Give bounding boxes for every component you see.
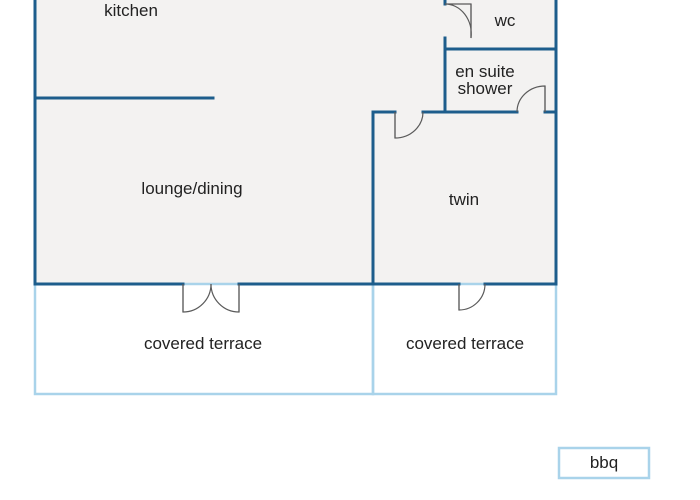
doors: [182, 3, 546, 313]
twin-label: twin: [449, 190, 479, 209]
ensuite-door: [516, 85, 546, 113]
bbq-label: bbq: [590, 453, 618, 472]
wc-label: wc: [494, 11, 516, 30]
terrace-right-outline: [371, 282, 558, 396]
interior-fill: [35, 0, 555, 284]
kitchen-label: kitchen: [104, 1, 158, 20]
lounge-door-right: [210, 283, 240, 313]
twin-terrace-door: [458, 283, 486, 311]
terrace-left-label: covered terrace: [144, 334, 262, 353]
lounge-door-left: [182, 283, 212, 313]
lounge-dining-label: lounge/dining: [141, 179, 242, 198]
bbq-outline: [557, 446, 651, 480]
terrace-right-label: covered terrace: [406, 334, 524, 353]
walls: [33, 0, 558, 286]
shower-label: shower: [458, 79, 513, 98]
twin-door: [394, 111, 424, 139]
en-suite-label: en suite: [455, 62, 515, 81]
